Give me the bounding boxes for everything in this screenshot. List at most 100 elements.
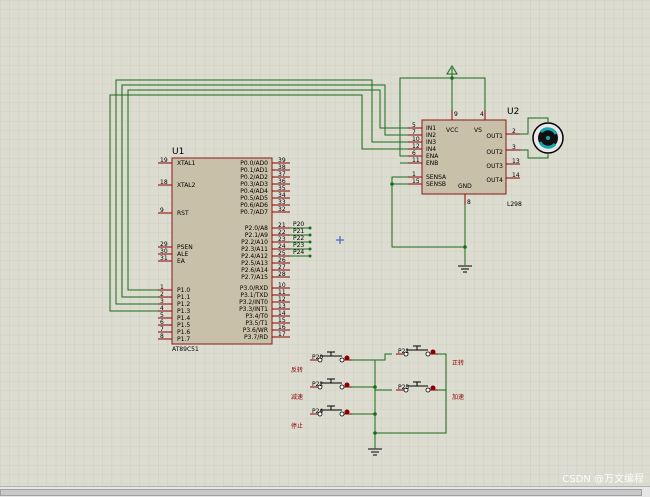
- u1-pin-label: P1.6: [177, 329, 190, 336]
- junction-dot: [373, 412, 377, 416]
- junction-dot: [308, 254, 312, 258]
- u1-body: [171, 157, 273, 345]
- u1-pin-label: EA: [177, 258, 186, 265]
- u1-pin-label: P1.0: [177, 287, 190, 294]
- u2-pin-num: 6: [412, 150, 416, 157]
- u1-pin-num: 28: [278, 271, 286, 278]
- wire-p11-in2: [121, 84, 415, 298]
- u1-pin-num: 10: [278, 282, 286, 289]
- junction-dot: [308, 247, 312, 251]
- u1-pin-label: ALE: [177, 251, 188, 258]
- button-terminal: [403, 387, 409, 393]
- junction-dot: [308, 233, 312, 237]
- motor-arrow: [538, 141, 557, 149]
- button-label: 减速: [291, 393, 303, 401]
- u2-pin-num: 5: [412, 122, 416, 129]
- u2-part: L298: [507, 201, 522, 208]
- button-terminal: [425, 351, 431, 357]
- u1-pin-label: P0.0/AD0: [240, 160, 268, 167]
- u1-pin-label: P2.1/A9: [245, 232, 268, 239]
- u1-pin-num: 39: [278, 157, 286, 164]
- wire-btn-p21: [375, 353, 392, 361]
- watermark: CSDN @万文编程: [562, 474, 644, 485]
- u1-pin-num: 35: [278, 185, 286, 192]
- wire-sensa: [391, 176, 465, 248]
- u1-part: AT89C51: [172, 346, 199, 353]
- u2-pin-num: 13: [512, 158, 520, 165]
- button-terminal: [317, 411, 323, 417]
- wire-vs: [452, 77, 486, 110]
- u1-pin-num: 4: [160, 305, 164, 312]
- u1-pin-num: 16: [278, 324, 286, 331]
- wire-out2: [508, 149, 549, 159]
- u2-pin-label: ENA: [426, 153, 439, 160]
- push-button-p20[interactable]: P20 反转: [291, 351, 352, 374]
- u1-pin-num: 25: [278, 250, 286, 257]
- u1-pin-label: PSEN: [177, 244, 193, 251]
- u2-pin-label: OUT3: [486, 163, 503, 170]
- button-label: 反转: [291, 366, 303, 374]
- button-ref: P22: [312, 381, 323, 388]
- u1-pin-label: P3.7/RD: [244, 334, 268, 341]
- u1-pin-num: 12: [278, 296, 286, 303]
- junction-dot: [308, 240, 312, 244]
- u2-pin-label: IN1: [426, 125, 436, 132]
- u1-pin-num: 15: [278, 317, 286, 324]
- dc-motor[interactable]: [532, 122, 564, 154]
- u2-body: [421, 119, 507, 195]
- ground-symbol[interactable]: [458, 265, 472, 273]
- u2-pin-vcc-label: VCC: [446, 127, 458, 134]
- u1-pin-num: 22: [278, 229, 286, 236]
- u1-pin-num: 14: [278, 310, 286, 317]
- u2-pin-label: OUT4: [486, 177, 503, 184]
- u1-pin-num: 21: [278, 222, 286, 229]
- u2-pin-label: IN4: [426, 146, 436, 153]
- u1-pin-label: P3.1/TXD: [240, 292, 268, 299]
- net-label: P21: [293, 228, 304, 235]
- button-label: 加速: [452, 393, 464, 401]
- u2-pin-label: OUT1: [486, 133, 503, 140]
- junction-dot: [390, 182, 394, 186]
- u1-pin-label: P0.3/AD3: [240, 181, 268, 188]
- u1-pin-label: XTAL2: [177, 182, 196, 189]
- u1-ref: U1: [172, 147, 184, 157]
- u1-pin-label: P1.7: [177, 336, 190, 343]
- u2-pin-num: 15: [412, 178, 420, 185]
- u1-pin-num: 27: [278, 264, 286, 271]
- power-terminal[interactable]: [446, 65, 458, 78]
- u2-ref: U2: [507, 107, 519, 117]
- u1-pin-label: P0.4/AD4: [240, 188, 268, 195]
- wire-ena: [399, 77, 452, 157]
- u1-pin-num: 37: [278, 171, 286, 178]
- ground-symbol[interactable]: [368, 433, 382, 456]
- button-ref: P20: [312, 354, 323, 361]
- button-indicator: [344, 382, 350, 388]
- push-button-p22[interactable]: P22 减速: [291, 378, 352, 401]
- u1-pin-num: 29: [160, 241, 168, 248]
- u1-pin-num: 19: [160, 157, 168, 164]
- u2-pin-label: ENB: [426, 160, 438, 167]
- u1-pin-label: P2.5/A13: [241, 260, 268, 267]
- button-terminal: [317, 384, 323, 390]
- u2-pin-num: 7: [412, 129, 416, 136]
- motor-arrow: [539, 127, 558, 135]
- u1-pin-num: 8: [160, 333, 164, 340]
- u1-pin-label: P3.4/T0: [245, 313, 268, 320]
- scroll-thumb[interactable]: [0, 489, 642, 496]
- u1-pin-label: P2.6/A14: [241, 267, 268, 274]
- horizontal-scrollbar[interactable]: [0, 486, 650, 497]
- u1-pin-label: P3.5/T1: [245, 320, 268, 327]
- u1-pin-label: RST: [177, 210, 189, 217]
- u1-pin-label: P3.3/INT1: [239, 306, 268, 313]
- u1-pin-num: 7: [160, 326, 164, 333]
